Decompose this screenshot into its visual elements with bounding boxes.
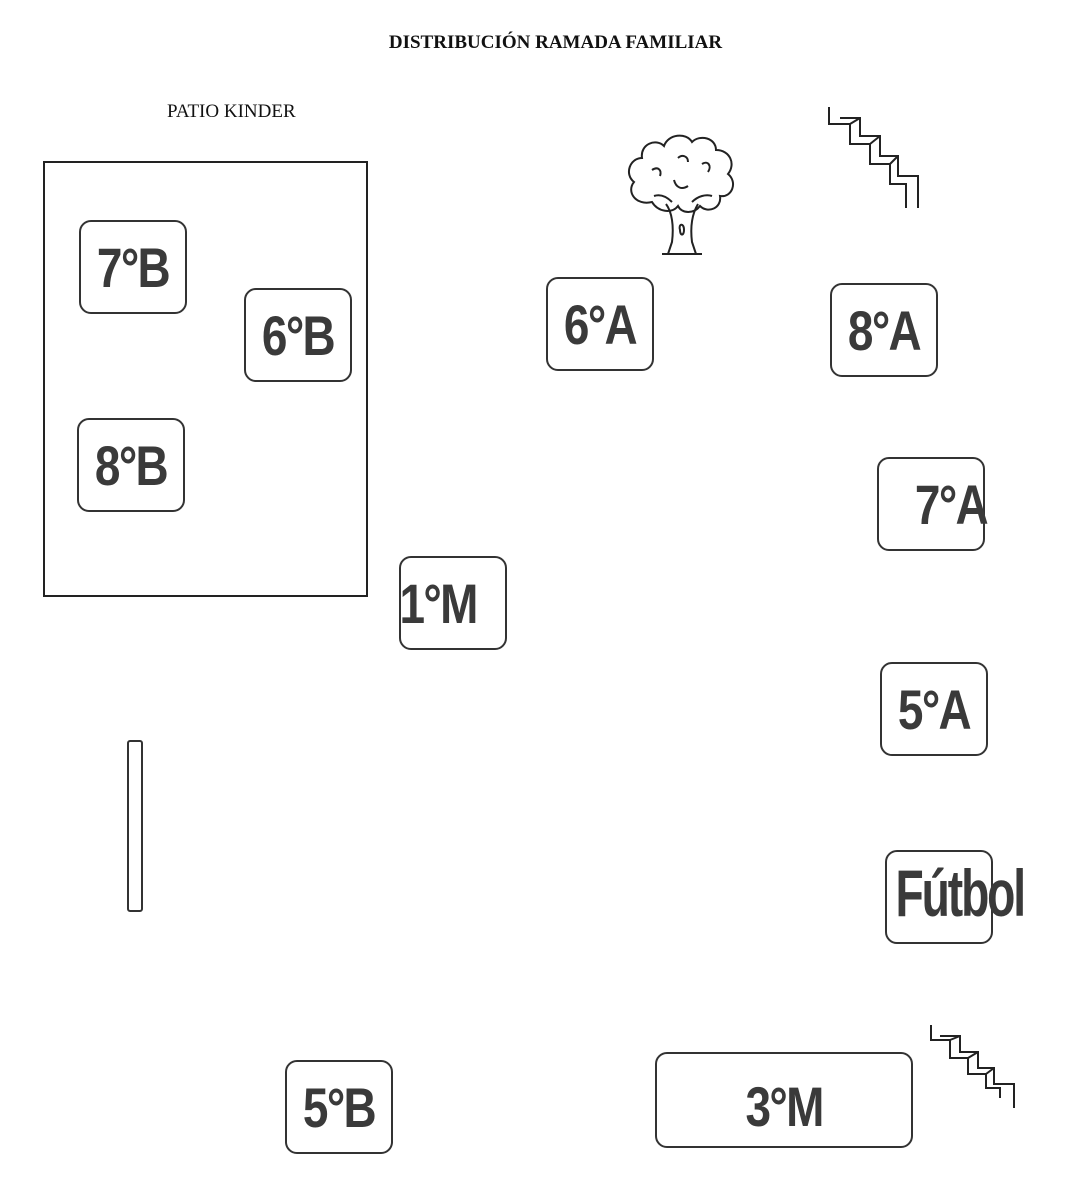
kinder-area-label: PATIO KINDER bbox=[167, 101, 296, 122]
futbol-label: Fútbol bbox=[868, 855, 1027, 931]
grade-label-1m: 1°M bbox=[399, 571, 478, 635]
grade-label-7b: 7°B bbox=[96, 235, 171, 299]
grade-label-8a: 8°A bbox=[847, 298, 922, 362]
pole bbox=[127, 740, 143, 912]
grade-box-5a: 5°A bbox=[880, 662, 988, 756]
futbol-label-text: Fútbol bbox=[895, 856, 1027, 930]
grade-box-1m: 1°M bbox=[399, 556, 507, 650]
grade-label-5a: 5°A bbox=[897, 677, 972, 741]
kinder-area bbox=[43, 161, 368, 597]
page-title: DISTRIBUCIÓN RAMADA FAMILIAR bbox=[388, 32, 723, 53]
stairs-icon bbox=[828, 107, 919, 208]
tree-icon bbox=[627, 134, 735, 255]
grade-box-7a: 7°A bbox=[877, 457, 989, 551]
grade-label-6b: 6°B bbox=[261, 303, 336, 367]
futbol-box bbox=[885, 850, 993, 944]
grade-box-3m: 3°M bbox=[655, 1052, 913, 1148]
grade-label-6a: 6°A bbox=[563, 292, 638, 356]
grade-box-7b: 7°B bbox=[79, 220, 187, 314]
grade-label-7a: 7°A bbox=[914, 472, 989, 536]
grade-label-3m: 3°M bbox=[745, 1074, 824, 1138]
grade-label-8b: 8°B bbox=[94, 433, 169, 497]
stairs-icon bbox=[930, 1025, 1015, 1108]
grade-box-5b: 5°B bbox=[285, 1060, 393, 1154]
grade-box-6b: 6°B bbox=[244, 288, 352, 382]
grade-box-8a: 8°A bbox=[830, 283, 938, 377]
grade-box-6a: 6°A bbox=[546, 277, 654, 371]
grade-label-5b: 5°B bbox=[302, 1075, 377, 1139]
grade-box-8b: 8°B bbox=[77, 418, 185, 512]
